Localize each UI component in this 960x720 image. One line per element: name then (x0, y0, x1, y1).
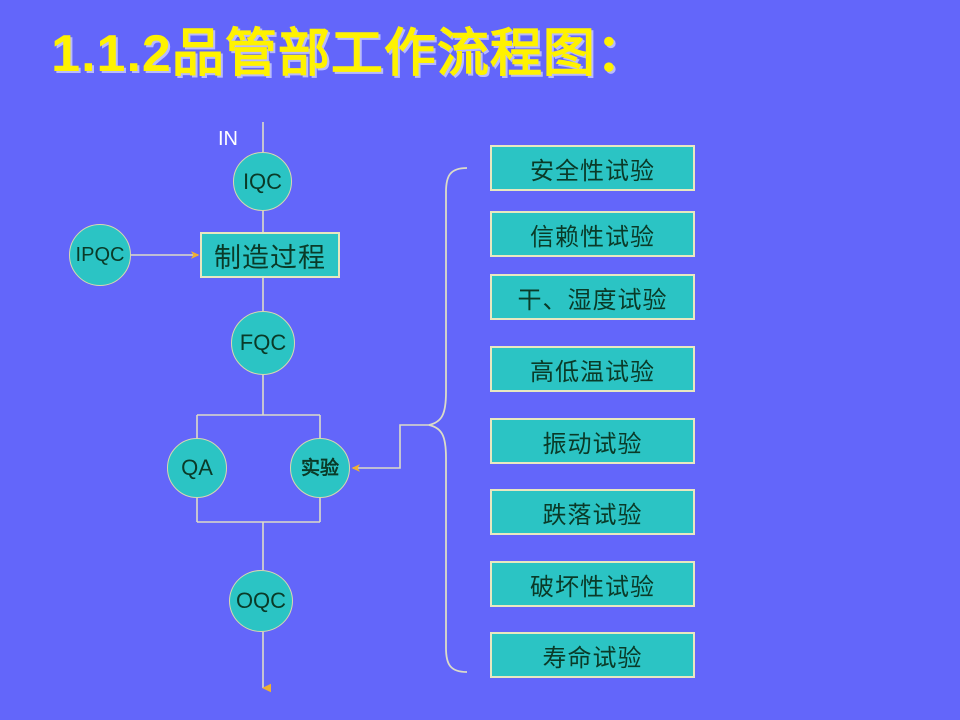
test-box[interactable]: 跌落试验 (490, 489, 695, 535)
test-box[interactable]: 寿命试验 (490, 632, 695, 678)
node-ipqc[interactable]: IPQC (69, 224, 131, 286)
test-box[interactable]: 安全性试验 (490, 145, 695, 191)
node-oqc[interactable]: OQC (229, 570, 293, 632)
node-fqc[interactable]: FQC (231, 311, 295, 375)
test-box[interactable]: 破坏性试验 (490, 561, 695, 607)
node-qa[interactable]: QA (167, 438, 227, 498)
node-oqc-label: OQC (235, 588, 287, 613)
node-iqc-label: IQC (242, 168, 283, 194)
node-manufacturing-process-label: 制造过程 (214, 242, 326, 274)
test-box-label: 跌落试验 (542, 500, 643, 529)
test-box-label: 振动试验 (542, 429, 643, 458)
node-fqc-label: FQC (239, 330, 287, 355)
node-manufacturing-process[interactable]: 制造过程 (200, 232, 340, 278)
title-text: 品管部工作流程图： (171, 24, 649, 84)
entry-label-in: IN (218, 128, 238, 150)
test-box[interactable]: 高低温试验 (490, 346, 695, 392)
node-lab-label: 实验 (300, 456, 339, 479)
node-qa-label: QA (181, 455, 213, 480)
test-box[interactable]: 振动试验 (490, 418, 695, 464)
node-ipqc-label: IPQC (75, 244, 125, 266)
test-box-label: 干、湿度试验 (517, 285, 668, 314)
test-box-label: 安全性试验 (530, 156, 655, 185)
tests-brace (428, 167, 468, 673)
test-box[interactable]: 干、湿度试验 (490, 274, 695, 320)
node-lab[interactable]: 实验 (290, 438, 350, 498)
wire-tests-to-lab (351, 424, 429, 472)
page-title: 1.1.2品管部工作流程图： (0, 24, 700, 84)
test-box-label: 高低温试验 (530, 357, 655, 386)
test-box[interactable]: 信赖性试验 (490, 211, 695, 257)
test-box-label: 寿命试验 (542, 643, 643, 672)
test-box-label: 信赖性试验 (530, 222, 655, 251)
title-number: 1.1.2 (51, 25, 172, 83)
node-iqc[interactable]: IQC (233, 152, 292, 211)
test-box-label: 破坏性试验 (530, 572, 655, 601)
